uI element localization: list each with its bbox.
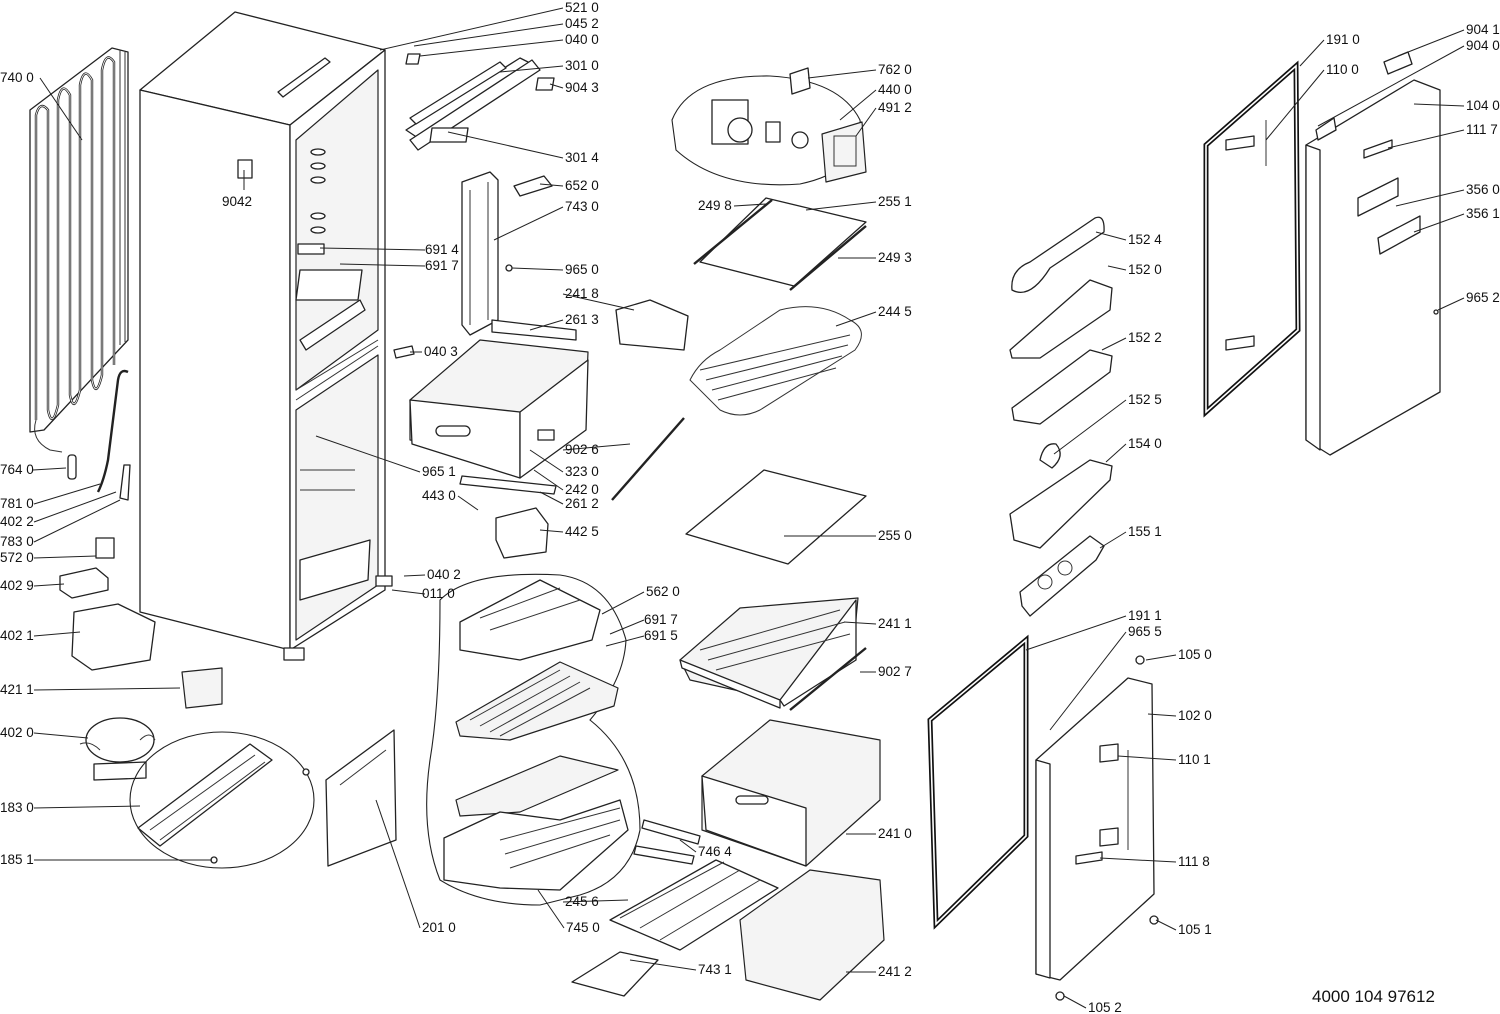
part-label: 104 0 [1466,98,1500,113]
part-label: 652 0 [565,178,599,193]
part-label: 105 2 [1088,1000,1122,1014]
part-label: 105 0 [1178,647,1212,662]
fridge-door [1203,51,1441,456]
part-label: 904 0 [1466,38,1500,53]
part-label: 783 0 [0,534,34,549]
compressor-parts [59,537,315,869]
part-label: 691 7 [425,258,459,273]
part-label: 440 0 [878,82,912,97]
part-label: 781 0 [0,496,34,511]
part-label: 183 0 [0,800,34,815]
part-label: 572 0 [0,550,34,565]
part-label: 110 0 [1326,62,1359,77]
part-label: 965 1 [422,464,456,479]
part-label: 323 0 [565,464,599,479]
part-label: 402 9 [0,578,34,593]
part-label: 249 8 [698,198,732,213]
part-label: 902 7 [878,664,912,679]
freezer-evaporator-group [325,573,641,906]
part-label: 152 4 [1128,232,1162,247]
part-label: 691 7 [644,612,678,627]
part-label: 743 0 [565,199,599,214]
door-balconies [1009,216,1113,617]
part-label: 105 1 [1178,922,1212,937]
part-label: 185 1 [0,852,34,867]
part-label: 191 0 [1326,32,1360,47]
part-label: 241 8 [565,286,599,301]
part-label: 904 1 [1466,22,1500,37]
part-label: 402 0 [0,725,34,740]
part-label: 491 2 [878,100,912,115]
part-label: 201 0 [422,920,456,935]
part-label: 152 5 [1128,392,1162,407]
part-label: 691 5 [644,628,678,643]
part-label: 743 1 [698,962,732,977]
part-label: 442 5 [565,524,599,539]
part-label: 241 2 [878,964,912,979]
part-label: 965 5 [1128,624,1162,639]
part-label: 402 2 [0,514,34,529]
catalog-number: 4000 104 97612 [1312,987,1435,1006]
part-label: 040 0 [565,32,599,47]
vegetable-drawer [409,299,689,559]
part-label: 152 2 [1128,330,1162,345]
part-label: 443 0 [422,488,456,503]
part-label: 245 6 [565,894,599,909]
part-label: 154 0 [1128,436,1162,451]
part-label: 740 0 [0,70,34,85]
freezer-drawers [571,597,885,1001]
part-label: 421 1 [0,682,34,697]
part-label: 111 8 [1178,854,1210,869]
part-label: 040 2 [427,567,461,582]
part-label: 902 6 [565,442,599,457]
glass-shelves [611,197,867,565]
part-label: 965 0 [565,262,599,277]
cabinet [139,11,393,661]
part-label: 110 1 [1178,752,1211,767]
part-label: 242 0 [565,482,599,497]
part-label: 562 0 [646,584,680,599]
condenser-740 [29,47,129,453]
part-label: 521 0 [565,0,599,15]
part-label: 9042 [222,194,252,209]
part-label: 255 1 [878,194,912,209]
part-label: 152 0 [1128,262,1162,277]
fan-assembly-group [671,67,867,186]
part-label: 764 0 [0,462,34,477]
part-label: 745 0 [566,920,600,935]
part-label: 301 4 [565,150,599,165]
part-label: 241 0 [878,826,912,841]
part-label: 261 2 [565,496,599,511]
leader-lines [32,7,1465,1009]
part-label: 249 3 [878,250,912,265]
part-label: 261 3 [565,312,599,327]
drain-tube-781 [67,369,131,501]
part-label: 011 0 [422,586,455,601]
part-label: 904 3 [565,80,599,95]
top-parts [393,53,577,359]
part-label: 356 1 [1466,206,1500,221]
part-label: 111 7 [1466,122,1498,137]
part-label: 691 4 [425,242,459,257]
part-label: 301 0 [565,58,599,73]
part-label: 402 1 [0,628,34,643]
part-label: 762 0 [878,62,912,77]
part-label: 965 2 [1466,290,1500,305]
part-label: 241 1 [878,616,912,631]
part-label: 045 2 [565,16,599,31]
freezer-door [927,634,1159,1001]
part-label: 244 5 [878,304,912,319]
part-label: 255 0 [878,528,912,543]
part-label: 102 0 [1178,708,1212,723]
part-label: 356 0 [1466,182,1500,197]
part-label: 040 3 [424,344,458,359]
part-label: 191 1 [1128,608,1162,623]
part-label: 746 4 [698,844,732,859]
part-label: 155 1 [1128,524,1162,539]
